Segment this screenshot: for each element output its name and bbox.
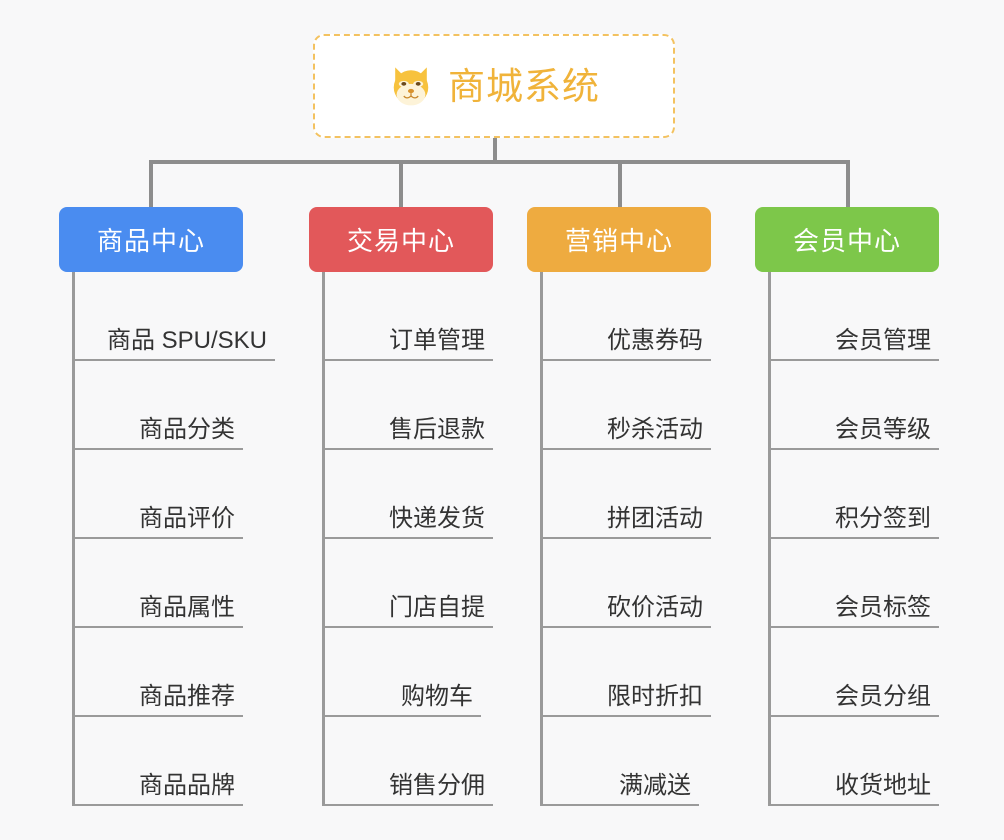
leaf-spine-4 [768, 272, 771, 806]
leaf-label: 商品分类 [139, 415, 235, 443]
leaf-underline [540, 448, 711, 450]
leaf-underline [768, 804, 939, 806]
leaf-label: 收货地址 [835, 771, 931, 799]
leaf-underline [768, 715, 939, 717]
leaf-label: 积分签到 [835, 504, 931, 532]
leaf-label: 会员管理 [835, 326, 931, 354]
leaf-label: 门店自提 [389, 593, 485, 621]
leaf-label: 商品推荐 [139, 682, 235, 710]
leaf-spine-1 [72, 272, 75, 806]
leaf-underline [72, 804, 243, 806]
leaf-item[interactable]: 商品分类 [72, 361, 302, 450]
leaf-item[interactable]: 售后退款 [322, 361, 552, 450]
category-label-1: 商品中心 [96, 226, 205, 256]
leaf-underline [768, 448, 939, 450]
connector-horizontal-bar [149, 160, 850, 164]
leaf-underline [540, 537, 711, 539]
leaf-column-3: 优惠券码 秒杀活动 拼团活动 砍价活动 限时折扣 满减送 [540, 272, 770, 806]
leaf-underline [322, 359, 493, 361]
leaf-label: 优惠券码 [607, 326, 703, 354]
leaf-label: 购物车 [401, 682, 473, 710]
category-box-2[interactable]: 交易中心 [309, 207, 493, 272]
root-node-label: 商城系统 [448, 65, 600, 107]
leaf-item[interactable]: 会员标签 [768, 539, 998, 628]
leaf-underline [322, 537, 493, 539]
connector-drop-4 [846, 160, 850, 207]
category-box-4[interactable]: 会员中心 [755, 207, 939, 272]
leaf-item[interactable]: 商品品牌 [72, 717, 302, 806]
leaf-item[interactable]: 限时折扣 [540, 628, 770, 717]
leaf-label: 商品评价 [139, 504, 235, 532]
leaf-item[interactable]: 商品评价 [72, 450, 302, 539]
leaf-item[interactable]: 商品属性 [72, 539, 302, 628]
leaf-item[interactable]: 会员分组 [768, 628, 998, 717]
leaf-item[interactable]: 商品 SPU/SKU [72, 272, 302, 361]
leaf-label: 会员分组 [835, 682, 931, 710]
leaf-label: 商品属性 [139, 593, 235, 621]
connector-drop-3 [618, 160, 622, 207]
leaf-label: 商品 SPU/SKU [106, 326, 268, 354]
category-label-4: 会员中心 [792, 226, 901, 256]
leaf-item[interactable]: 会员管理 [768, 272, 998, 361]
leaf-item[interactable]: 积分签到 [768, 450, 998, 539]
leaf-underline [540, 359, 711, 361]
leaf-label: 秒杀活动 [607, 415, 703, 443]
leaf-underline [72, 715, 243, 717]
leaf-label: 会员标签 [835, 593, 931, 621]
leaf-item[interactable]: 拼团活动 [540, 450, 770, 539]
shiba-dog-face-icon [393, 67, 429, 106]
leaf-item[interactable]: 销售分佣 [322, 717, 552, 806]
leaf-label: 订单管理 [389, 326, 485, 354]
root-node-mall-system[interactable]: 商城系统 [313, 34, 675, 138]
leaf-spine-2 [322, 272, 325, 806]
connector-root-stem [493, 138, 497, 164]
leaf-underline [540, 626, 711, 628]
leaf-label: 会员等级 [835, 415, 931, 443]
leaf-label: 销售分佣 [389, 771, 485, 799]
leaf-underline [322, 715, 481, 717]
leaf-item[interactable]: 快递发货 [322, 450, 552, 539]
leaf-underline [72, 626, 243, 628]
leaf-underline [540, 804, 699, 806]
category-label-2: 交易中心 [346, 226, 455, 256]
leaf-item[interactable]: 购物车 [322, 628, 552, 717]
leaf-underline [768, 626, 939, 628]
leaf-underline [322, 448, 493, 450]
leaf-column-4: 会员管理 会员等级 积分签到 会员标签 会员分组 收货地址 [768, 272, 998, 806]
connector-drop-2 [399, 160, 403, 207]
leaf-underline [768, 537, 939, 539]
leaf-underline [72, 537, 243, 539]
category-box-3[interactable]: 营销中心 [527, 207, 711, 272]
leaf-underline [322, 804, 493, 806]
leaf-label: 售后退款 [389, 415, 485, 443]
leaf-label: 砍价活动 [607, 593, 703, 621]
leaf-underline [540, 715, 711, 717]
leaf-label: 快递发货 [389, 504, 485, 532]
leaf-item[interactable]: 商品推荐 [72, 628, 302, 717]
leaf-item[interactable]: 秒杀活动 [540, 361, 770, 450]
connector-drop-1 [149, 160, 153, 207]
leaf-item[interactable]: 收货地址 [768, 717, 998, 806]
leaf-label: 商品品牌 [139, 771, 235, 799]
leaf-item[interactable]: 门店自提 [322, 539, 552, 628]
leaf-label: 拼团活动 [607, 504, 703, 532]
leaf-label: 限时折扣 [607, 682, 703, 710]
category-label-3: 营销中心 [564, 226, 673, 256]
leaf-item[interactable]: 会员等级 [768, 361, 998, 450]
leaf-item[interactable]: 优惠券码 [540, 272, 770, 361]
leaf-label: 满减送 [619, 771, 691, 799]
leaf-underline [768, 359, 939, 361]
category-box-1[interactable]: 商品中心 [59, 207, 243, 272]
leaf-underline [72, 448, 243, 450]
leaf-item[interactable]: 满减送 [540, 717, 770, 806]
leaf-underline [322, 626, 493, 628]
leaf-spine-3 [540, 272, 543, 806]
leaf-column-1: 商品 SPU/SKU 商品分类 商品评价 商品属性 商品推荐 商品品牌 [72, 272, 302, 806]
leaf-column-2: 订单管理 售后退款 快递发货 门店自提 购物车 销售分佣 [322, 272, 552, 806]
leaf-item[interactable]: 订单管理 [322, 272, 552, 361]
leaf-item[interactable]: 砍价活动 [540, 539, 770, 628]
leaf-underline [72, 359, 275, 361]
